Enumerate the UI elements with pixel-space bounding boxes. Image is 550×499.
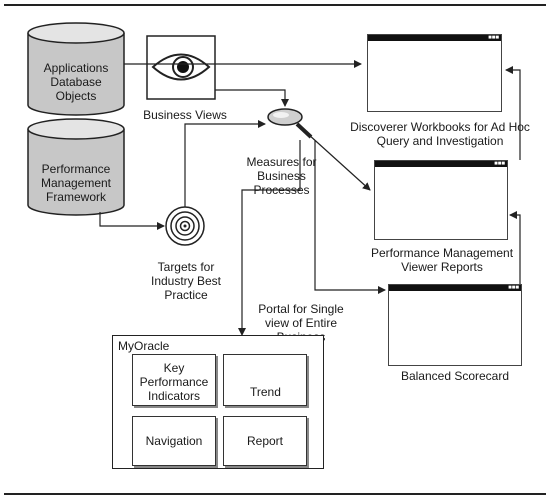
pm-viewer-label: Performance Management Viewer Reports <box>370 246 514 274</box>
magnifier-icon <box>267 108 313 139</box>
balanced-scorecard-label: Balanced Scorecard <box>400 369 510 383</box>
measures-label: Measures for Business Processes <box>246 155 317 197</box>
eye-icon <box>146 35 216 100</box>
window-controls-icon: ■■■ <box>494 161 505 167</box>
discoverer-window: ■■■ <box>367 34 502 112</box>
targets-label: Targets for Industry Best Practice <box>150 260 222 302</box>
target-icon <box>165 206 205 246</box>
trend-tile[interactable]: Trend <box>223 354 307 406</box>
kpi-tile[interactable]: Key Performance Indicators <box>132 354 216 406</box>
report-tile[interactable]: Report <box>223 416 307 466</box>
performance-framework-label: Performance Management Framework <box>40 162 112 204</box>
balanced-scorecard-window: ■■■ <box>388 284 522 366</box>
myoracle-title: MyOracle <box>118 339 170 353</box>
pm-viewer-window: ■■■ <box>374 160 508 240</box>
navigation-tile[interactable]: Navigation <box>132 416 216 466</box>
window-controls-icon: ■■■ <box>488 35 499 41</box>
business-views-label: Business Views <box>143 108 227 122</box>
applications-database-icon <box>27 22 125 116</box>
bottom-rule <box>4 493 546 495</box>
connectors <box>99 60 521 336</box>
navigation-label: Navigation <box>145 434 203 448</box>
applications-database-label: Applications Database Objects <box>43 61 109 103</box>
kpi-label: Key Performance Indicators <box>139 361 209 403</box>
report-label: Report <box>246 434 284 448</box>
discoverer-label: Discoverer Workbooks for Ad Hoc Query an… <box>350 120 530 148</box>
window-controls-icon: ■■■ <box>508 285 519 291</box>
myoracle-portal: MyOracle Key Performance Indicators Tren… <box>112 335 324 469</box>
performance-framework-database-icon <box>27 118 125 216</box>
trend-label: Trend <box>250 385 281 399</box>
top-rule <box>4 4 546 6</box>
